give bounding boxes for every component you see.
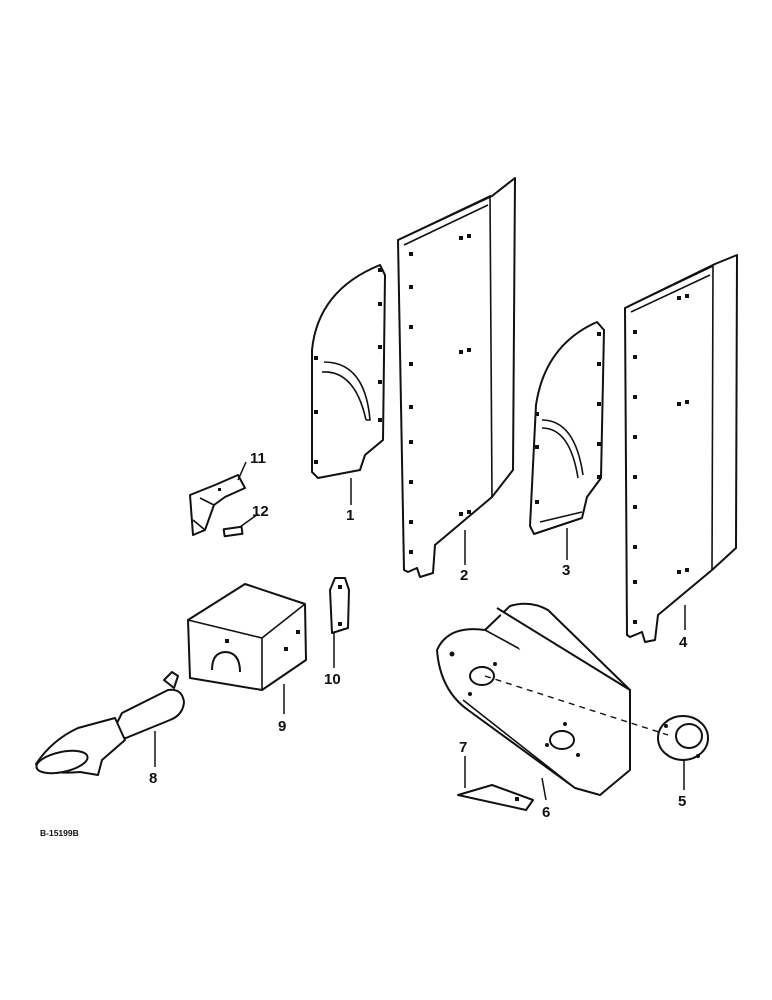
- callout-7: 7: [459, 739, 467, 756]
- callout-3: 3: [562, 562, 570, 579]
- part-7-plate: [457, 784, 534, 811]
- part-2-tall-panel: [397, 177, 516, 578]
- part-1-side-panel: [311, 264, 386, 479]
- callout-9: 9: [278, 718, 286, 735]
- part-12-clip: [222, 525, 244, 538]
- callout-6: 6: [542, 804, 550, 821]
- part-11-bracket: [189, 474, 246, 536]
- part-8-spout: [35, 671, 185, 776]
- callout-10: 10: [324, 671, 341, 688]
- part-10-plate: [329, 577, 350, 634]
- part-9-box-cover: [187, 583, 307, 691]
- callout-8: 8: [149, 770, 157, 787]
- callout-11: 11: [250, 450, 266, 467]
- callout-4: 4: [679, 634, 688, 651]
- callout-2: 2: [460, 567, 468, 584]
- callout-1: 1: [346, 507, 354, 524]
- leader-lines: [154, 461, 686, 801]
- part-3-curved-panel: [529, 321, 605, 535]
- part-5-flange: [657, 715, 709, 761]
- diagram-code: B-15199B: [40, 828, 79, 838]
- callout-5: 5: [678, 793, 686, 810]
- callout-12: 12: [252, 503, 269, 520]
- part-6-housing: [436, 602, 631, 796]
- part-4-tall-panel: [624, 254, 738, 643]
